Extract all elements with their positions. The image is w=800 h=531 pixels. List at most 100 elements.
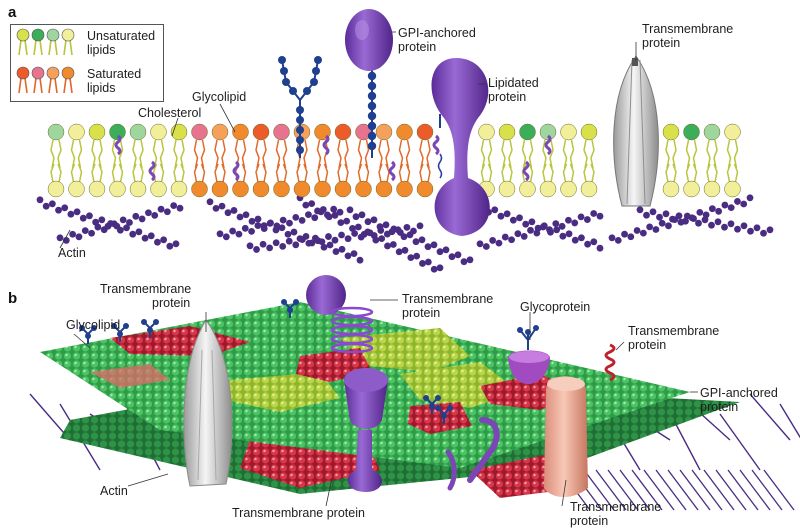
legend-lipid-head [46, 66, 60, 80]
label-tm-left-line1: Transmembrane [100, 282, 192, 296]
label-transmembrane-a: Transmembrane protein [642, 22, 733, 50]
label-glycolipid-a: Glycolipid [192, 90, 247, 104]
lipid-head-outer [539, 123, 557, 141]
lipid-head-inner [375, 180, 393, 198]
lipid-head-outer [211, 123, 229, 141]
lipid-head-outer [109, 123, 126, 141]
lipid-head-outer [375, 123, 393, 141]
lipid-head-inner [47, 180, 65, 198]
lipid-head-inner [232, 180, 249, 198]
lipid-head-inner [355, 180, 372, 198]
label-lipidated-line2: protein [488, 90, 527, 104]
transmembrane-protein-b-left [183, 319, 233, 487]
panel-a-bilayer [36, 9, 774, 273]
lipid-head-inner [150, 180, 167, 198]
lipid-bilayer [47, 123, 741, 198]
gpi-anchored-protein-b [343, 368, 388, 492]
legend-swatches [16, 28, 75, 94]
lipid-head-inner [703, 180, 721, 198]
label-actin-b: Actin [100, 484, 128, 498]
transmembrane-protein-b-right [544, 376, 588, 497]
lipid-head-outer [580, 123, 598, 141]
legend-saturated-line2: lipids [87, 81, 116, 95]
label-transmembrane-a-line1: Transmembrane [642, 22, 734, 36]
lipid-head-inner [580, 180, 598, 198]
lipid-head-inner [314, 180, 331, 198]
lipid-head-outer [232, 123, 249, 141]
legend-lipid-head [61, 66, 75, 80]
lipid-head-inner [396, 180, 413, 198]
lipid-head-inner [539, 180, 557, 198]
legend-lipid-head [61, 28, 75, 42]
legend-unsaturated-line1: Unsaturated [87, 29, 156, 43]
lipidated-protein-a [431, 58, 490, 236]
lipid-head-outer [662, 123, 680, 141]
label-gpi-a-line1: GPI-anchored [398, 26, 476, 40]
lipid-head-inner [416, 180, 434, 198]
label-transmembrane-b-bottom-right: Transmembrane protein [570, 500, 661, 528]
lipid-head-inner [68, 180, 85, 198]
lipid-head-outer [334, 123, 352, 141]
lipid-head-inner [129, 180, 147, 198]
label-tm-bottom-right-line2: protein [570, 514, 609, 528]
lipid-head-inner [683, 180, 700, 198]
lipid-head-outer [88, 123, 106, 141]
lipid-head-outer [724, 123, 741, 141]
legend-lipid-head [46, 28, 60, 42]
lipid-head-outer [683, 123, 700, 141]
label-tm-helix-line2: protein [402, 306, 441, 320]
helical-transmembrane-protein-b [306, 275, 374, 354]
lipid-raft-lime-3 [226, 372, 340, 412]
label-transmembrane-b-bottom-center: Transmembrane protein [232, 506, 365, 520]
cholesterol [322, 134, 330, 156]
gpi-anchored-protein-a [345, 9, 393, 158]
leader-lines-a [59, 31, 637, 249]
label-gpi-b-line1: GPI-anchored [700, 386, 778, 400]
lipid-head-inner [724, 180, 741, 198]
label-transmembrane-b-left: Transmembrane protein [100, 282, 191, 310]
lipid-head-outer [560, 123, 577, 141]
actin-filaments-a [36, 194, 774, 273]
lipid-head-inner [88, 180, 106, 198]
lipid-head-outer [519, 123, 536, 141]
lipid-head-inner [109, 180, 126, 198]
label-transmembrane-b-right: Transmembrane protein [628, 324, 719, 352]
cholesterol [522, 160, 530, 182]
label-lipidated-line1: Lipidated [488, 76, 539, 90]
legend-lipid-head [16, 28, 30, 42]
cholesterol [148, 160, 156, 182]
label-tm-right-line1: Transmembrane [628, 324, 720, 338]
label-gpi-a-line2: protein [398, 40, 437, 54]
label-gpi-anchored-a: GPI-anchored protein [398, 26, 476, 54]
lipid-head-outer [129, 123, 147, 141]
lipid-head-inner [211, 180, 229, 198]
lipidated-protein-b [445, 417, 500, 491]
label-glycolipid-b: Glycolipid [66, 318, 121, 332]
transmembrane-helix-right-b [604, 343, 616, 382]
lipid-head-outer [703, 123, 721, 141]
lipid-head-inner [273, 180, 290, 198]
legend-lipid-head [31, 66, 45, 80]
glycoprotein-b [508, 325, 550, 384]
lipid-head-outer [498, 123, 516, 141]
glycolipid-glycans [278, 56, 441, 158]
label-cholesterol-a: Cholesterol [138, 106, 202, 120]
legend-saturated-label: Saturated lipids [87, 67, 141, 95]
label-tm-right-line2: protein [628, 338, 667, 352]
lipid-head-inner [191, 180, 208, 198]
leader-lines-b [73, 299, 698, 507]
legend-lipid-head [31, 28, 45, 42]
lipid-head-inner [293, 180, 311, 198]
cholesterol [114, 134, 122, 156]
lipid-head-inner [519, 180, 536, 198]
lipid-head-outer [396, 123, 413, 141]
legend-unsaturated-label: Unsaturated lipids [87, 29, 155, 57]
lipid-head-inner [662, 180, 680, 198]
panel-b-3d-membrane [29, 275, 800, 511]
label-glycoprotein-b: Glycoprotein [520, 300, 591, 314]
lipid-raft-red-4 [408, 402, 472, 434]
panel-a-label: a [8, 4, 17, 21]
lipid-head-inner [334, 180, 352, 198]
legend-lipid-head [16, 66, 30, 80]
